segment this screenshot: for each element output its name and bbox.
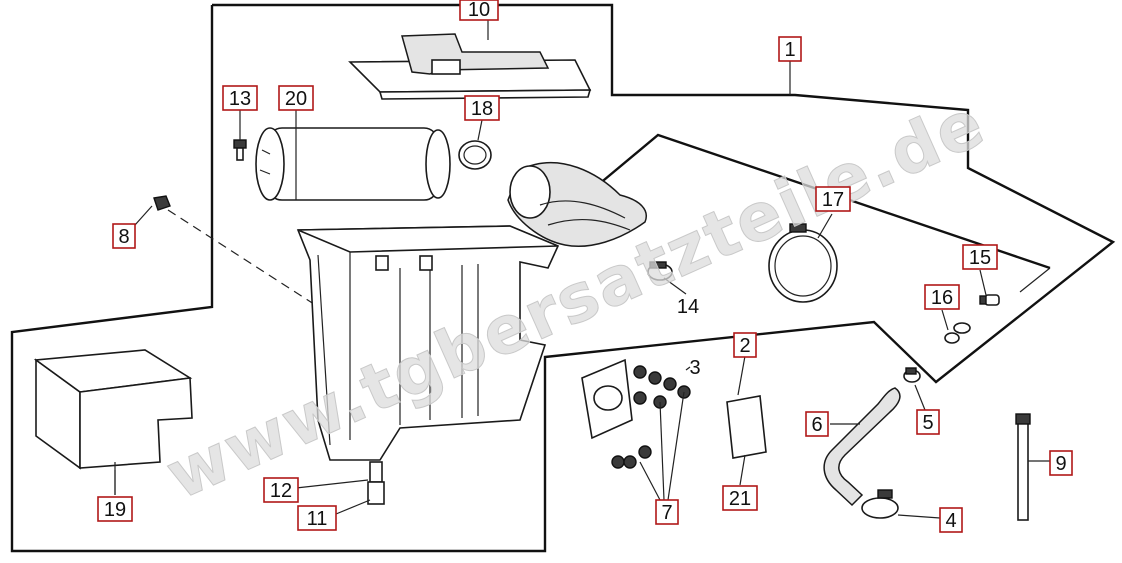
dash-line-8 bbox=[167, 209, 321, 309]
intake-sub-outline bbox=[597, 133, 1051, 270]
label-8: 8 bbox=[112, 223, 136, 249]
hose-clamp-4 bbox=[861, 489, 899, 519]
hose-clip-5 bbox=[903, 367, 921, 383]
label-6: 6 bbox=[805, 411, 829, 437]
svg-text:20: 20 bbox=[285, 88, 307, 110]
mounting-bracket bbox=[581, 358, 633, 440]
filter-cover-plate bbox=[348, 33, 592, 100]
intake-boot bbox=[507, 161, 647, 248]
svg-text:12: 12 bbox=[270, 480, 292, 502]
label-14: 14 bbox=[677, 296, 699, 318]
label-7: 7 bbox=[655, 499, 679, 525]
clip-part-8 bbox=[153, 195, 171, 211]
label-1: 1 bbox=[778, 36, 802, 62]
clamp-part-14 bbox=[647, 261, 673, 281]
label-12: 12 bbox=[263, 477, 299, 503]
svg-text:8: 8 bbox=[118, 226, 129, 248]
label-9: 9 bbox=[1049, 450, 1073, 476]
svg-text:5: 5 bbox=[922, 412, 933, 434]
label-18: 18 bbox=[464, 95, 500, 121]
foam-pad-19 bbox=[33, 349, 193, 470]
clip-part-16 bbox=[944, 322, 971, 344]
svg-text:9: 9 bbox=[1055, 453, 1066, 475]
gasket-plate-21 bbox=[726, 395, 767, 459]
label-2: 2 bbox=[733, 332, 757, 358]
svg-text:19: 19 bbox=[104, 499, 126, 521]
svg-text:17: 17 bbox=[822, 189, 844, 211]
breather-hose-6 bbox=[823, 387, 901, 507]
leader-lines bbox=[114, 20, 1050, 519]
filter-cartridge bbox=[255, 127, 451, 201]
label-16: 16 bbox=[924, 284, 960, 310]
svg-text:7: 7 bbox=[661, 502, 672, 524]
sub-outline-tick bbox=[1019, 267, 1051, 293]
drain-nipple bbox=[367, 461, 385, 505]
svg-text:1: 1 bbox=[784, 39, 795, 61]
svg-text:15: 15 bbox=[969, 247, 991, 269]
svg-text:6: 6 bbox=[811, 414, 822, 436]
label-20: 20 bbox=[278, 85, 314, 111]
label-4: 4 bbox=[939, 507, 963, 533]
label-21: 21 bbox=[722, 485, 758, 511]
svg-text:10: 10 bbox=[468, 0, 490, 21]
clip-part-15 bbox=[979, 294, 1000, 306]
svg-text:4: 4 bbox=[945, 510, 956, 532]
svg-text:3: 3 bbox=[689, 357, 700, 379]
screw-part-13 bbox=[233, 139, 247, 161]
label-15: 15 bbox=[962, 244, 998, 270]
svg-text:2: 2 bbox=[739, 335, 750, 357]
svg-text:11: 11 bbox=[307, 508, 328, 530]
label-19: 19 bbox=[97, 496, 133, 522]
svg-text:16: 16 bbox=[931, 287, 953, 309]
svg-text:13: 13 bbox=[229, 88, 251, 110]
clamp-ring-18 bbox=[458, 140, 492, 170]
airbox-housing bbox=[296, 225, 560, 461]
assembly-outline bbox=[10, 3, 1116, 553]
hose-clamp-17 bbox=[768, 223, 838, 303]
label-3: 3 bbox=[689, 357, 700, 379]
label-17: 17 bbox=[815, 186, 851, 212]
label-13: 13 bbox=[222, 85, 258, 111]
label-10: 10 bbox=[459, 0, 499, 21]
cable-tie-9 bbox=[1015, 413, 1031, 521]
label-5: 5 bbox=[916, 409, 940, 435]
svg-text:14: 14 bbox=[677, 296, 699, 318]
svg-text:18: 18 bbox=[471, 98, 493, 120]
svg-text:21: 21 bbox=[729, 488, 751, 510]
label-11: 11 bbox=[297, 505, 337, 531]
